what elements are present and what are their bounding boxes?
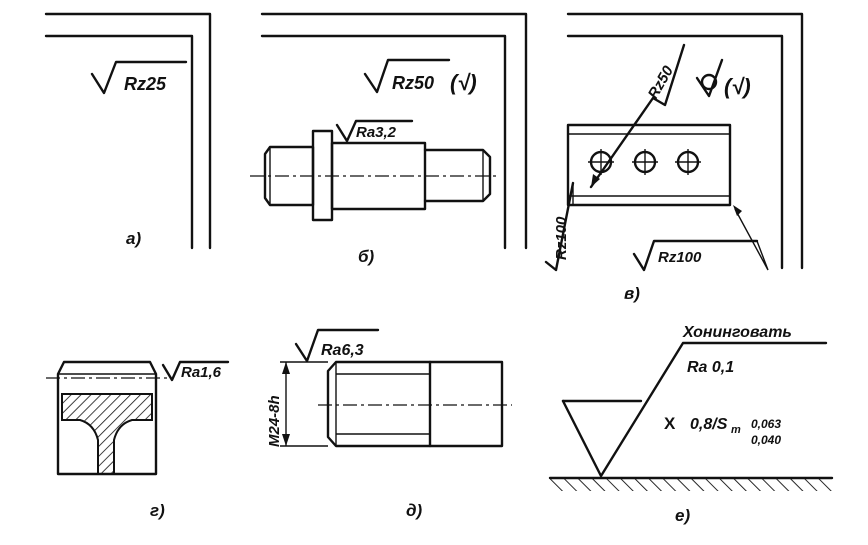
plate [566,123,732,207]
leader-inclined [589,43,686,189]
panel-a: Rz25 а) [44,12,212,250]
caption-e: е) [675,506,690,525]
holes [588,149,701,175]
roughness-symbol-b [363,58,451,94]
roughness-value-g: Ra1,6 [181,364,222,381]
cross-symbol: X [664,414,676,433]
roughness-value-left: Rz100 [553,216,570,260]
shaft: Ra3,2 [250,119,500,222]
roughness-symbol-left [544,181,575,272]
shaft-right-end [423,148,492,203]
leader-bottom [734,208,769,271]
roughness-suffix-b: (√) [450,70,477,95]
roughness-symbol-shaft [335,119,414,143]
caption-g: г) [150,501,165,520]
roughness-symbol-d [294,328,380,363]
part-g-section [61,393,153,475]
roughness-symbol-bottom [632,239,759,272]
roughness-value-bottom: Rz100 [658,249,702,266]
caption-a: а) [126,229,141,248]
panel-b: Rz50 (√) Ra3,2 б) [250,12,528,266]
panel-e: Хонинговать Ra 0,1 X 0,8/S m 0,063 0,040… [548,324,834,525]
roughness-value-a: Rz25 [124,74,167,94]
roughness-value-b: Rz50 [392,73,434,93]
leader-arrow [591,174,600,187]
length-subscript: m [731,424,741,436]
panel-d: Ra6,3 M24-8h д) [266,328,512,520]
roughness-symbol-e [561,341,828,478]
caption-b: б) [358,247,375,266]
panel-g: Ra1,6 г) [46,360,230,520]
roughness-value-d: Ra6,3 [321,342,364,359]
caption-d: д) [406,501,423,520]
leader-bottom-arrow [733,205,742,216]
caption-v: в) [624,284,640,303]
frame-b-outer [260,12,528,250]
frame-v-outer [566,12,804,270]
frame-a-inner [44,34,194,250]
roughness-symbol-a [90,60,188,95]
roughness-symbol-v [695,58,724,98]
panel-v: Rz50 (√) Rz100 Rz100 в) [544,12,804,303]
roughness-suffix-v: (√) [724,74,751,99]
surface-hatch [550,479,832,491]
lower-limit: 0,040 [751,433,781,447]
frame-a-outer [44,12,212,250]
symbol-circle [700,73,718,91]
roughness-symbol-g [161,360,230,382]
method-text: Хонинговать [682,324,792,341]
frame-b-inner [260,34,507,250]
param-text: Ra 0,1 [687,359,734,376]
upper-limit: 0,063 [751,417,781,431]
frame-v-inner [566,34,784,270]
dimension-value: M24-8h [266,395,283,447]
roughness-value-shaft: Ra3,2 [356,124,397,141]
length-param: 0,8/S [690,416,728,433]
